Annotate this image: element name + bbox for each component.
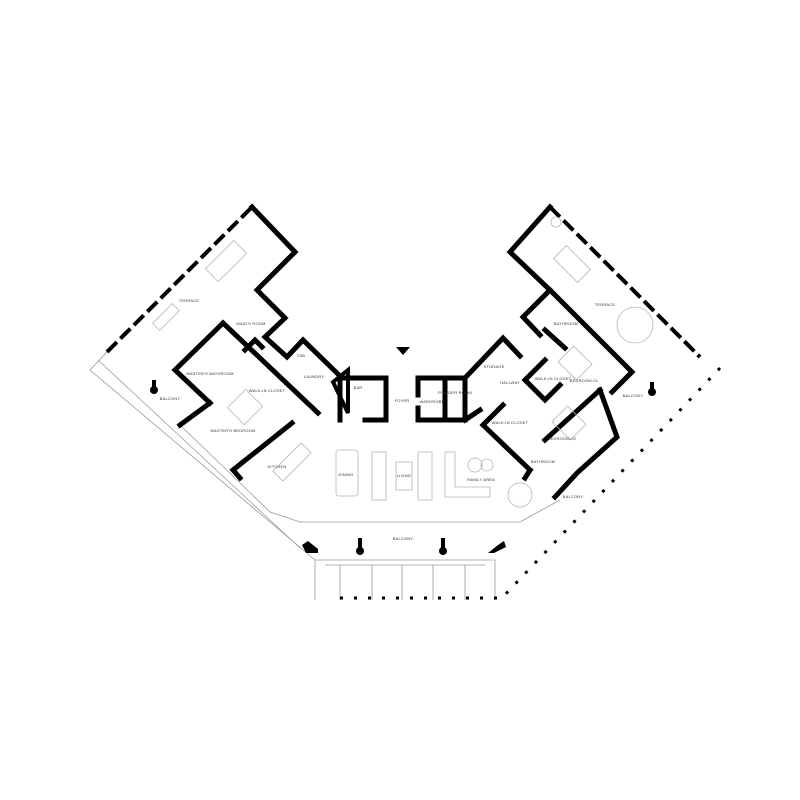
label-walkin-closet-master: WALK-IN CLOSET xyxy=(249,388,286,393)
label-balcony-bottom: BALCONY xyxy=(393,536,414,541)
label-terrace-right: TERRACE xyxy=(595,302,616,307)
balcony-boundaries xyxy=(89,351,722,602)
label-balcony-left: BALCONY xyxy=(160,396,181,401)
label-hallway: HALLWAY xyxy=(500,380,520,385)
label-storage: STORAGE xyxy=(484,364,505,369)
label-dining: DINING xyxy=(338,472,353,477)
label-balcony-right: BALCONY xyxy=(623,393,644,398)
label-bathroom-02: BATHROOM xyxy=(531,459,555,464)
label-family-area: FAMILY AREA xyxy=(467,477,495,482)
label-walkin-closet-02: WALK-IN CLOSET xyxy=(492,420,529,425)
center-walls xyxy=(337,334,524,424)
north-triangle-icon xyxy=(396,347,410,355)
label-walkin-closet-01: WALK-IN CLOSET xyxy=(535,376,572,381)
label-balcony-right-lower: BALCONY xyxy=(563,494,584,499)
label-bedroom-01: BEDROOM-01 xyxy=(570,378,599,383)
left-terrace-window-wall xyxy=(105,205,254,354)
columns xyxy=(150,380,656,555)
left-wing-walls xyxy=(171,203,350,482)
label-masters-bathroom: MASTER'S BATHROOM xyxy=(186,371,233,376)
label-tb: T&B xyxy=(297,353,306,358)
right-terrace-window-wall xyxy=(548,205,702,359)
label-foyer: FOYER xyxy=(395,398,410,403)
label-terrace-left: TERRACE xyxy=(179,298,200,303)
label-bar: BAR xyxy=(354,385,363,390)
right-wing-walls xyxy=(479,203,636,501)
label-kitchen: KITCHEN xyxy=(268,464,287,469)
label-living: LIVING xyxy=(397,473,411,478)
furniture xyxy=(151,216,654,508)
label-masters-bedroom: MASTER'S BEDROOM xyxy=(210,428,255,433)
label-bathroom-01: BATHROOM xyxy=(554,321,578,326)
label-laundry: LAUNDRY xyxy=(304,374,325,379)
label-powder-room: POWDER ROOM xyxy=(438,390,472,395)
room-labels: TERRACE MAID'S ROOM T&B LAUNDRY MASTER'S… xyxy=(160,298,644,541)
label-bedroom-02: BEDROOM-02 xyxy=(548,436,577,441)
label-wardrobe: WARDROBE xyxy=(419,399,444,404)
label-maids-room: MAID'S ROOM xyxy=(236,321,265,326)
